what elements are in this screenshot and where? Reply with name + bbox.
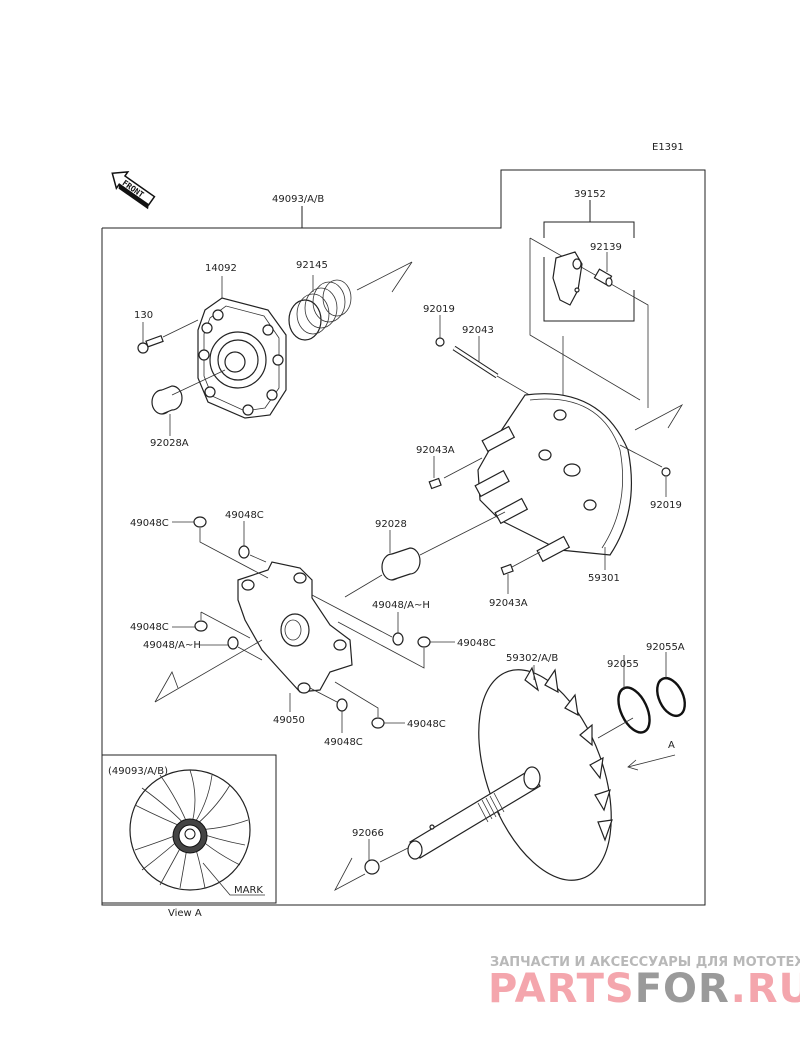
bush-92028 [381, 547, 421, 581]
leader-rocker [529, 237, 649, 408]
weight-49048-left [227, 636, 239, 650]
label-92043A-top: 92043A [416, 445, 455, 456]
label-39152: 39152 [574, 189, 606, 200]
label-92043: 92043 [462, 325, 494, 336]
watermark-brand-for: FOR [635, 966, 731, 1012]
label-92028A: 92028A [150, 438, 189, 449]
label-59302: 59302/A/B [506, 653, 558, 664]
collar-92139 [593, 268, 613, 287]
front-arrow-icon: FRONT [111, 171, 156, 210]
nut-92019-right [661, 467, 671, 477]
label-92139: 92139 [590, 242, 622, 253]
label-49048C-4: 49048C [457, 638, 496, 649]
label-92145: 92145 [296, 260, 328, 271]
view-a-arrow-icon [627, 754, 676, 771]
diagram-code: E1391 [652, 142, 684, 153]
label-92055A: 92055A [646, 642, 685, 653]
fixed-sheave-59302 [407, 666, 613, 881]
slider-49048C-1 [193, 516, 207, 528]
leader-rocker-2 [529, 238, 641, 401]
label-92028: 92028 [375, 519, 407, 530]
pin-92043A-bottom [500, 563, 514, 576]
spring-92145 [288, 279, 352, 341]
label-92019-top: 92019 [423, 304, 455, 315]
slider-49048C-3 [194, 620, 208, 632]
rocker-arm-part [552, 251, 583, 306]
label-92066: 92066 [352, 828, 384, 839]
label-92043A-bottom: 92043A [489, 598, 528, 609]
nut-92019-top [435, 337, 445, 347]
watermark-brand-ru: .RU [731, 966, 800, 1012]
watermark: ЗАПЧАСТИ И АКСЕССУАРЫ ДЛЯ МОТОТЕХНИКИ PA… [488, 955, 800, 1012]
label-49093: 49093/A/B [272, 194, 324, 205]
label-49048C-1: 49048C [130, 518, 169, 529]
bracket-39152 [543, 200, 635, 322]
slider-49048C-5 [336, 698, 348, 712]
cover-plate-14092 [197, 297, 287, 419]
plug-92066 [364, 859, 380, 875]
weight-49048-right [392, 632, 404, 646]
assembly-outline [101, 169, 706, 906]
slider-49048C-2 [238, 545, 250, 559]
pin-92043A-top [428, 477, 442, 490]
bolt-130 [137, 334, 164, 354]
view-box-title: (49093/A/B) [108, 766, 168, 777]
spider-49050 [237, 561, 353, 694]
label-49048C-5: 49048C [324, 737, 363, 748]
label-49048AH-2: 49048/A~H [372, 600, 430, 611]
mark-label: MARK [234, 885, 263, 896]
label-130: 130 [134, 310, 153, 321]
label-49048C-6: 49048C [407, 719, 446, 730]
label-59301: 59301 [588, 573, 620, 584]
movable-sheave-59301 [474, 393, 633, 563]
label-49048AH-1: 49048/A~H [143, 640, 201, 651]
label-49050: 49050 [273, 715, 305, 726]
view-a-inset [101, 754, 277, 904]
bush-92028A [151, 385, 183, 415]
label-14092: 14092 [205, 263, 237, 274]
watermark-tagline: ЗАПЧАСТИ И АКСЕССУАРЫ ДЛЯ МОТОТЕХНИКИ [490, 955, 800, 970]
o-ring-92055 [617, 686, 651, 734]
label-92055: 92055 [607, 659, 639, 670]
view-caption: View A [168, 908, 202, 919]
label-92019-right: 92019 [650, 500, 682, 511]
label-49048C-3: 49048C [130, 622, 169, 633]
watermark-brand-parts: PARTS [488, 966, 635, 1012]
label-49048C-2: 49048C [225, 510, 264, 521]
slider-49048C-4 [417, 636, 431, 648]
view-arrow-label: A [668, 740, 675, 751]
watermark-brand: PARTSFOR.RU [488, 966, 800, 1012]
slider-49048C-6 [371, 717, 385, 729]
o-ring-92055A [656, 676, 686, 718]
pin-92043 [452, 345, 499, 379]
